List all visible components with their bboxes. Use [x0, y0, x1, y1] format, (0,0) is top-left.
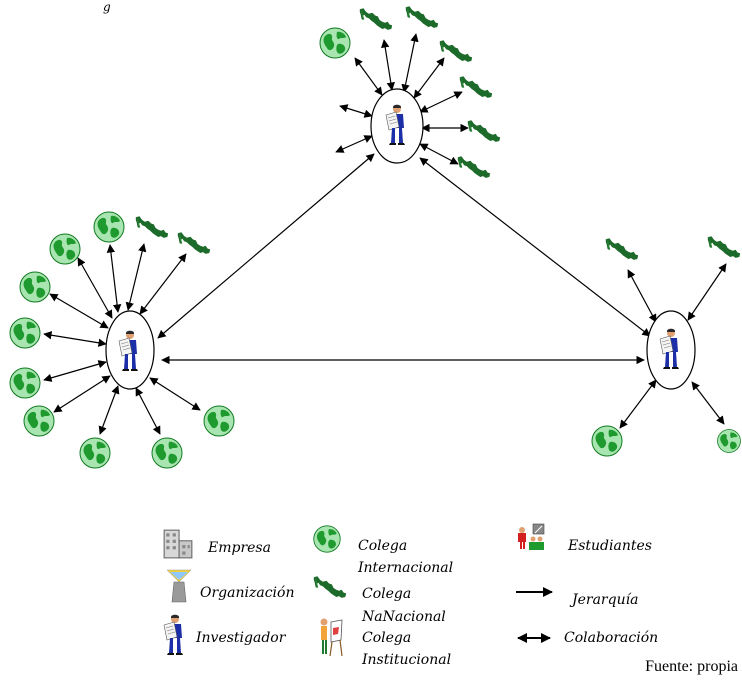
globe-icon [203, 405, 235, 437]
link-top-right [419, 157, 651, 337]
legend-investigador-label: Investigador [195, 630, 287, 646]
spoke [627, 269, 657, 323]
left-hub[interactable] [105, 310, 155, 390]
mexico-map-icon [359, 8, 393, 30]
spoke [43, 360, 107, 382]
mexico-map-icon [313, 576, 347, 598]
legend-colega-internacional-label-1: Colega [358, 538, 407, 554]
spoke [98, 385, 120, 435]
mexico-map-icon [605, 238, 639, 260]
spoke [49, 293, 109, 329]
left-hub-spokes [43, 243, 201, 435]
globe-icon [319, 27, 351, 59]
mexico-map-icon [135, 216, 169, 238]
spoke [687, 263, 727, 321]
painter-icon [319, 617, 343, 657]
spoke [381, 39, 395, 91]
globe-icon [49, 233, 81, 265]
legend-estudiantes-label: Estudiantes [567, 538, 652, 554]
globe-icon [591, 425, 623, 457]
spoke [77, 257, 113, 319]
link-left-top [157, 153, 375, 339]
source-caption: Fuente: propia [645, 658, 738, 675]
mexico-map-icon [177, 232, 211, 254]
globe-icon [313, 525, 341, 553]
legend-colega-institucional-label-2: Institucional [361, 652, 451, 668]
legend-colega-nacional-label-2: NaNacional [361, 609, 446, 625]
spoke [335, 135, 373, 153]
spoke [43, 331, 107, 347]
investigator-icon [163, 614, 184, 656]
globe-icon [93, 211, 125, 243]
spoke [149, 377, 201, 411]
spoke [139, 253, 187, 315]
organization-icon [166, 569, 192, 603]
hub-links [157, 153, 651, 365]
globe-icon [23, 405, 55, 437]
right-hub[interactable] [646, 310, 696, 390]
right-hub-spokes [619, 263, 727, 429]
header-fragment: g [103, 0, 111, 14]
spoke [691, 381, 725, 425]
globe-icon [79, 437, 111, 469]
mexico-map-icon [707, 236, 741, 258]
spoke [419, 143, 459, 165]
globe-icon [151, 437, 183, 469]
legend-jerarquia-label: Jerarquía [569, 592, 638, 608]
mexico-map-icon [467, 120, 501, 142]
top-hub[interactable] [370, 88, 424, 164]
spoke [135, 387, 161, 435]
top-hub-spokes [335, 33, 469, 165]
spoke [419, 91, 463, 113]
legend-colega-institucional-label-1: Colega [362, 630, 411, 646]
globe-icon [9, 367, 41, 399]
mexico-map-icon [439, 40, 473, 62]
spoke [125, 243, 147, 311]
spoke [53, 375, 111, 413]
globe-icon [717, 429, 741, 453]
spoke [339, 104, 373, 118]
legend-colega-nacional-label-1: Colega [362, 586, 411, 602]
legend: Empresa Organización Investigador Colega… [163, 523, 658, 668]
mexico-map-icon [405, 6, 439, 28]
mexico-map-icon [459, 76, 493, 98]
spoke [619, 379, 657, 429]
legend-organizacion-label: Organización [200, 585, 294, 601]
building-icon [163, 529, 193, 559]
spoke [401, 33, 419, 93]
legend-colega-internacional-label-2: Internacional [357, 560, 453, 576]
globe-icon [19, 271, 51, 303]
legend-empresa-label: Empresa [207, 540, 271, 556]
globe-icon [9, 317, 41, 349]
spoke [354, 57, 383, 96]
mexico-map-icon [457, 156, 491, 178]
legend-colaboracion-label: Colaboración [564, 630, 658, 646]
spoke [413, 57, 445, 99]
spoke [106, 244, 122, 313]
students-icon [517, 523, 545, 551]
